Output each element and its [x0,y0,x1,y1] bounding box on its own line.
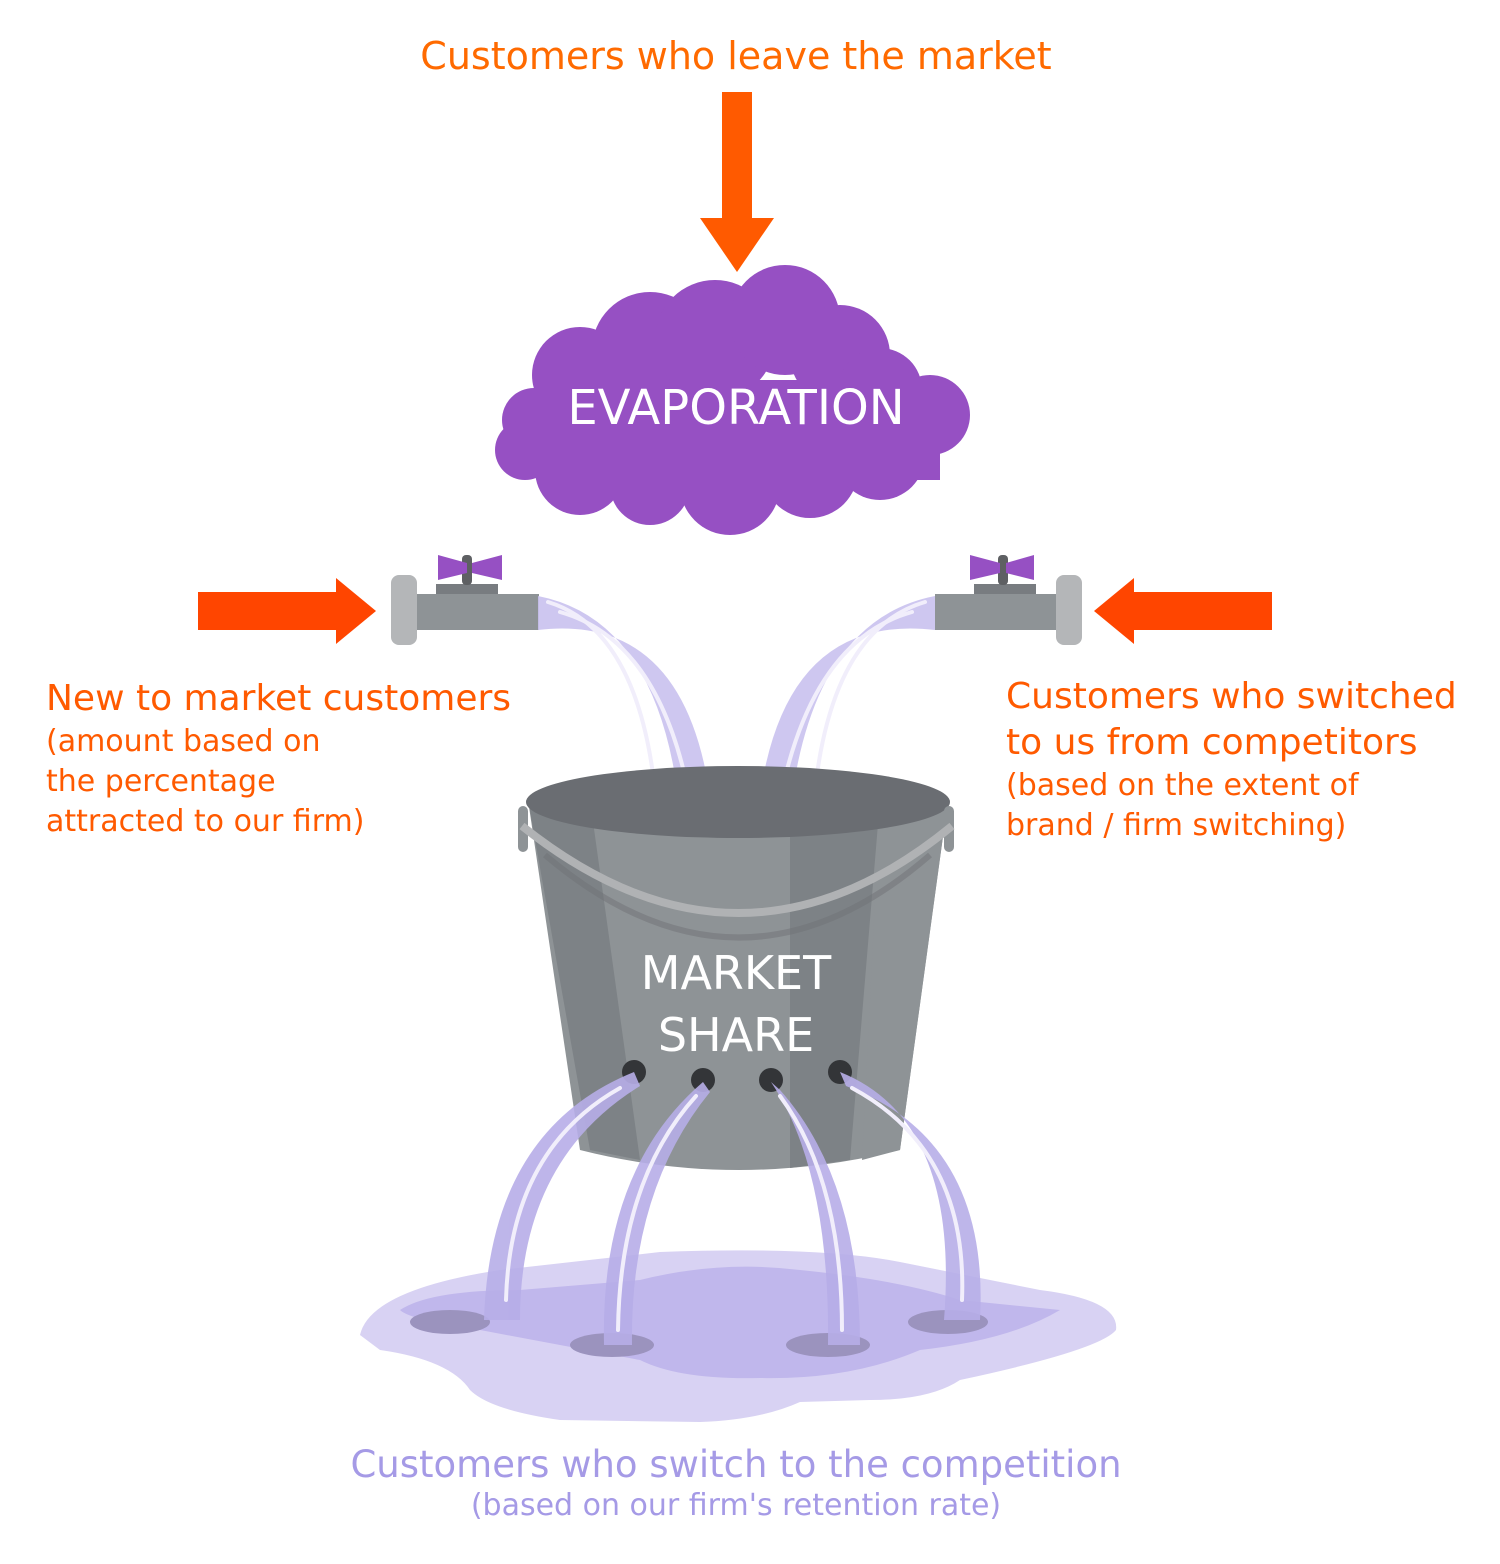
right-inflow-title-2: to us from competitors [1006,722,1418,763]
water-highlights [504,1086,965,1332]
left-inflow-detail-1: (amount based on [46,724,321,759]
arrow-down-icon [700,92,774,272]
right-inflow-detail-2: brand / firm switching) [1006,808,1347,843]
outflow-detail: (based on our firm's retention rate) [470,1488,1002,1523]
arrow-left-icon [1094,578,1272,644]
puddle-icon [360,1250,1117,1422]
water-stream-outflow [484,1072,981,1345]
bucket-label-line1: MARKET [640,946,832,1000]
cloud-label: EVAPORATION [567,380,905,436]
arrow-right-icon [198,578,376,644]
left-inflow-title: New to market customers [46,678,512,719]
outflow-label: Customers who switch to the competition … [0,1443,1472,1525]
bucket-label-line2: SHARE [657,1008,815,1062]
cloud-icon [495,265,970,535]
top-label: Customers who leave the market [420,34,1052,78]
outflow-title: Customers who switch to the competition [350,1443,1122,1486]
left-inflow-label: New to market customers (amount based on… [46,676,511,842]
left-inflow-detail-3: attracted to our firm) [46,804,365,839]
faucet-left-icon [391,555,539,645]
right-inflow-detail-1: (based on the extent of [1006,768,1359,803]
faucet-right-icon [935,555,1082,645]
right-inflow-label: Customers who switched to us from compet… [1006,674,1457,846]
right-inflow-title-1: Customers who switched [1006,676,1457,717]
left-inflow-detail-2: the percentage [46,764,276,799]
bucket-label: MARKET SHARE [586,942,886,1066]
